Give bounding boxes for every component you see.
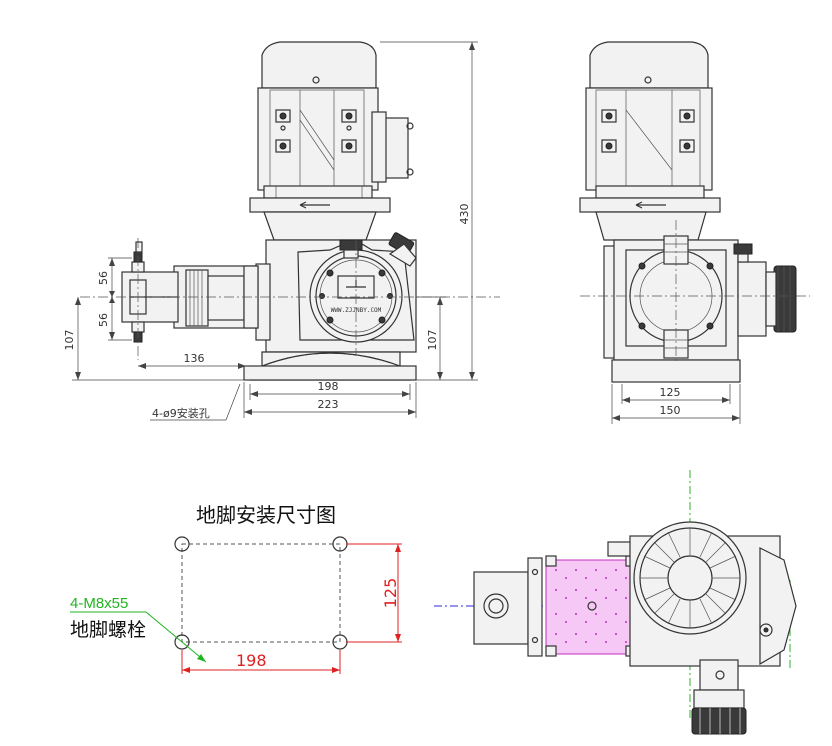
footprint-drawing: 地脚安装尺寸图 125 198 4-M8x55 地脚螺栓 xyxy=(70,503,402,674)
liquid-end-highlight xyxy=(545,559,637,655)
dim-56-upper: 56 xyxy=(97,271,110,285)
side-pump-housing xyxy=(603,235,797,361)
bolt-hole-bl xyxy=(174,634,190,650)
dim-125-side: 125 xyxy=(660,386,681,399)
dim-107-right: 107 xyxy=(426,330,439,351)
dim-223: 223 xyxy=(318,398,339,411)
footprint-outline xyxy=(181,543,341,643)
dim-150: 150 xyxy=(660,404,681,417)
side-view: 125 150 xyxy=(579,41,810,424)
bolt-spec: 4-M8x55 xyxy=(70,595,128,612)
mount-hole-note: 4-ø9安装孔 xyxy=(152,406,210,420)
magenta-dots xyxy=(555,569,627,643)
dim-56-lower: 56 xyxy=(97,313,110,327)
front-pump-housing: WWW.ZJJNBY.COM xyxy=(255,232,417,353)
side-base xyxy=(611,359,741,383)
dim-136: 136 xyxy=(184,352,205,365)
front-flange xyxy=(249,197,391,241)
front-liquid-end xyxy=(121,241,259,343)
dim-430: 430 xyxy=(458,204,471,225)
dim-125-footprint: 125 xyxy=(381,578,400,609)
front-dimensions: 430 56 56 107 107 xyxy=(63,41,478,421)
dim-198-footprint: 198 xyxy=(236,651,267,670)
dim-107-left: 107 xyxy=(63,330,76,351)
side-motor xyxy=(585,41,713,199)
front-view: WWW.ZJJNBY.COM xyxy=(63,41,500,421)
nameplate-text: WWW.ZJJNBY.COM xyxy=(331,307,382,314)
side-dimensions: 125 150 xyxy=(611,384,741,424)
fan-blades xyxy=(640,528,740,628)
footprint-title: 地脚安装尺寸图 xyxy=(196,503,336,527)
bolt-label: 地脚螺栓 xyxy=(70,619,146,641)
top-view xyxy=(434,470,797,735)
front-base xyxy=(243,351,417,381)
bolt-hole-tl xyxy=(174,536,190,552)
front-motor xyxy=(257,41,414,199)
dim-198-front: 198 xyxy=(318,380,339,393)
